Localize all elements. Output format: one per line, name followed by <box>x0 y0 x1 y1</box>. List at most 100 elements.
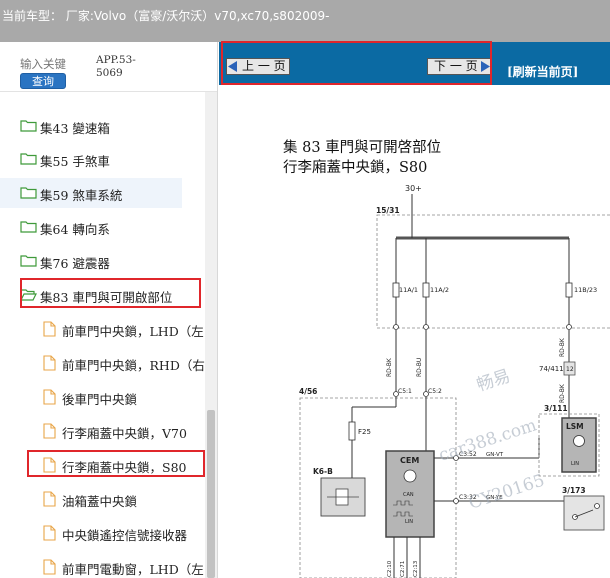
tree-item-label: 集43 變速箱 <box>40 121 110 136</box>
wire3-label: RD-BK <box>559 337 566 357</box>
f25-label: F25 <box>358 428 371 436</box>
lsm-label: LSM <box>566 422 584 431</box>
tree-item-64[interactable]: 集64 轉向系 <box>0 212 205 242</box>
cem-box-outline <box>299 397 457 578</box>
document-icon <box>43 525 56 541</box>
wiring-diagram: 集 83 車門與可開啓部位 行李廂蓋中央鎖，S80 30+ 15/31 11A/… <box>283 139 610 578</box>
fuse3-body <box>565 282 573 298</box>
lsm-lin-label: LIN <box>571 461 579 467</box>
tree-item-remote-receiver[interactable]: 中央鎖遙控信號接收器 <box>0 518 205 548</box>
tree-item-label: 後車門中央鎖 <box>62 392 138 407</box>
document-icon <box>43 321 56 337</box>
document-icon <box>43 355 56 371</box>
wire2-label: RD-BU <box>416 358 423 377</box>
prev-page-button[interactable]: 上 一 页 <box>226 58 290 75</box>
document-icon <box>43 491 56 507</box>
cem-lin-label: LIN <box>405 519 413 525</box>
folder-icon <box>20 221 37 233</box>
tree-item-fuel-flap[interactable]: 油箱蓋中央鎖 <box>0 484 205 514</box>
c332-label: C3:32 <box>459 494 477 501</box>
scrollbar-thumb[interactable] <box>207 410 215 578</box>
gnye-label: GN-YE <box>486 495 503 501</box>
tree-item-label: 前車門電動窗，LHD（左 <box>62 562 204 577</box>
node12-label: 12 <box>566 366 574 373</box>
switch-lever <box>574 509 594 518</box>
tree-item-label: 集55 手煞車 <box>40 154 110 169</box>
diagram-title: 集 83 車門與可開啓部位 行李廂蓋中央鎖，S80 <box>283 139 441 176</box>
tree-item-front-door-rhd[interactable]: 前車門中央鎖，RHD（右 <box>0 348 205 378</box>
wire1-label: RD-BK <box>386 357 393 377</box>
tree-item-label: 集83 車門與可開啟部位 <box>40 290 173 305</box>
tree-item-front-window-lhd[interactable]: 前車門電動窗，LHD（左 <box>0 552 205 578</box>
search-area: 查询 APP.53-5069 <box>0 42 217 92</box>
sidebar: 查询 APP.53-5069 集43 變速箱 集55 手煞車 集59 煞車系統 … <box>0 42 218 578</box>
fuse2-pin <box>423 324 429 330</box>
switch-terminal <box>594 503 600 509</box>
tree-item-trunk-v70[interactable]: 行李廂蓋中央鎖，V70 <box>0 416 205 446</box>
document-icon <box>43 559 56 575</box>
arrow-right-icon <box>481 61 490 72</box>
sidebar-scrollbar[interactable] <box>205 92 217 578</box>
folder-icon <box>20 120 37 132</box>
tree-item-59[interactable]: 集59 煞車系統 <box>0 178 182 208</box>
c52-label: C5:2 <box>428 388 442 395</box>
arrow-left-icon <box>228 61 237 72</box>
fuse1-body <box>392 282 400 298</box>
switch-body <box>563 495 605 531</box>
cem-label: CEM <box>400 456 419 465</box>
supply-label: 30+ <box>405 184 422 193</box>
folder-icon <box>20 187 37 199</box>
cem-can-signal <box>393 500 413 506</box>
tree-item-label: 集59 煞車系統 <box>40 188 123 203</box>
diagram-title-line1: 集 83 車門與可開啓部位 <box>283 139 441 156</box>
node74-body <box>563 361 576 376</box>
app-code: APP.53-5069 <box>96 54 136 79</box>
relay-label: K6-B <box>313 467 333 476</box>
lsm-box-outline <box>538 413 600 477</box>
diagram-title-line2: 行李廂蓋中央鎖，S80 <box>283 159 427 176</box>
diagram-viewer: 上 一 页 下 一 页 [刷新当前页] 集 83 車門與可開啓部位 行李廂蓋中央… <box>219 42 610 578</box>
refresh-page-link[interactable]: [刷新当前页] <box>507 65 579 79</box>
c352-label: C3:52 <box>459 451 477 458</box>
c51-pin <box>393 391 399 397</box>
tree-item-label: 集76 避震器 <box>40 256 110 271</box>
tree-item-front-door-lhd[interactable]: 前車門中央鎖，LHD（左 <box>0 314 205 344</box>
tree-item-55[interactable]: 集55 手煞車 <box>0 144 205 174</box>
fuse1-pin <box>393 324 399 330</box>
f25-body <box>348 421 356 441</box>
folder-open-icon <box>20 289 37 301</box>
fuse3-label: 11B/23 <box>574 286 597 294</box>
tree-item-83[interactable]: 集83 車門與可開啟部位 <box>0 280 205 310</box>
query-button[interactable]: 查询 <box>20 73 66 89</box>
tree-item-label: 行李廂蓋中央鎖，V70 <box>62 426 187 441</box>
document-icon <box>43 457 56 473</box>
prev-page-label: 上 一 页 <box>242 59 286 73</box>
tree-item-label: 中央鎖遙控信號接收器 <box>62 528 188 543</box>
watermark-line1: 畅易 <box>474 366 513 396</box>
tree-item-76[interactable]: 集76 避震器 <box>0 246 205 276</box>
vehicle-model-title: 当前车型： 厂家:Volvo（富豪/沃尔沃）v70,xc70,s802009- <box>2 9 330 23</box>
next-page-label: 下 一 页 <box>434 59 478 73</box>
viewer-toolbar: 上 一 页 下 一 页 [刷新当前页] <box>219 42 610 85</box>
node74-label: 74/411 <box>539 365 564 373</box>
cem-module <box>385 450 435 538</box>
tree-item-label: 行李廂蓋中央鎖，S80 <box>62 460 187 475</box>
c352-pin <box>453 455 459 461</box>
tree-item-rear-door[interactable]: 後車門中央鎖 <box>0 382 205 412</box>
next-page-button[interactable]: 下 一 页 <box>427 58 491 75</box>
wire3b-label: RD-BK <box>559 383 566 403</box>
fuse2-label: 11A/2 <box>430 286 449 294</box>
fuse2-body <box>422 282 430 298</box>
tree-item-label: 集64 轉向系 <box>40 222 110 237</box>
bottom2-label: C2:71 <box>400 561 406 577</box>
fusebox-label: 15/31 <box>376 206 400 215</box>
tree-item-label: 前車門中央鎖，LHD（左 <box>62 324 204 339</box>
fuse3-pin <box>566 324 572 330</box>
folder-icon <box>20 255 37 267</box>
folder-icon <box>20 153 37 165</box>
watermark-line3: CY20165 <box>466 471 547 514</box>
tree-item-label: 前車門中央鎖，RHD（右 <box>62 358 205 373</box>
keyword-input[interactable] <box>18 56 78 72</box>
tree-item-43[interactable]: 集43 變速箱 <box>0 111 205 141</box>
tree-item-trunk-s80[interactable]: 行李廂蓋中央鎖，S80 <box>0 450 205 480</box>
